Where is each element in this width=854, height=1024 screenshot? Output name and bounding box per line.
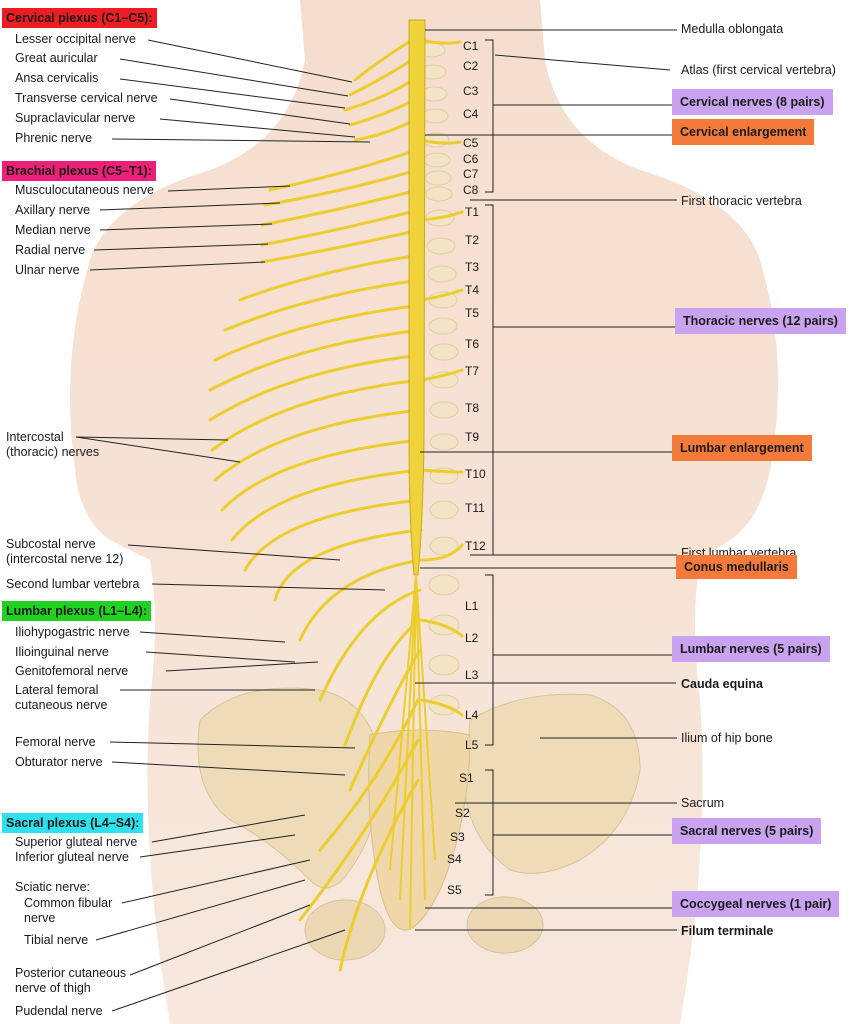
leader-lines [75,29,677,1012]
left-hip-bone [197,687,382,889]
label-radial: Radial nerve [15,243,86,257]
label-transverse-cervical: Transverse cervical nerve [15,91,158,105]
segment-label: L1 [465,599,479,613]
box-lumbar-enlargement: Lumbar enlargement [672,435,812,461]
label-obturator: Obturator nerve [15,755,103,769]
label-lesser-occipital: Lesser occipital nerve [15,32,136,46]
segment-label: T2 [465,233,480,247]
segment-label: C3 [463,84,479,98]
label-supraclavicular: Supraclavicular nerve [15,111,136,125]
box-coccygeal-nerves: Coccygeal nerves (1 pair) [672,891,840,917]
segment-label: T3 [465,260,480,274]
box-lumbar-nerves: Lumbar nerves (5 pairs) [672,636,830,662]
box-thoracic-nerves: Thoracic nerves (12 pairs) [675,308,846,334]
lumbar-plexus-header: Lumbar plexus (L1–L4): [2,601,151,621]
cervical-plexus-header: Cervical plexus (C1–C5): [2,8,157,28]
label-subcostal: Subcostal nerve (intercostal nerve 12) [6,537,124,566]
segment-label: T8 [465,401,480,415]
segment-label: T1 [465,205,480,219]
label-filum-terminale: Filum terminale [681,924,774,938]
label-axillary: Axillary nerve [15,203,91,217]
box-conus-medullaris: Conus medullaris [676,555,797,579]
segment-label: T12 [465,539,486,553]
segment-label: T11 [465,501,485,515]
right-hip-bone [464,693,641,874]
label-pudendal: Pudendal nerve [15,1004,103,1018]
label-median: Median nerve [15,223,91,237]
box-cervical-nerves: Cervical nerves (8 pairs) [672,89,833,115]
segment-label: S5 [447,883,462,897]
segment-label: L2 [465,631,479,645]
segment-label: T7 [465,364,480,378]
label-genitofemoral: Genitofemoral nerve [15,664,129,678]
label-posterior-cutaneous: Posterior cutaneous nerve of thigh [15,966,127,995]
label-medulla: Medulla oblongata [681,22,784,36]
segment-label: L3 [465,668,479,682]
segment-label: S2 [455,806,470,820]
label-ilioinguinal: Ilioinguinal nerve [15,645,109,659]
segment-label: T5 [465,306,480,320]
label-tibial: Tibial nerve [24,933,89,947]
segment-label: C1 [463,39,479,53]
nerve-branches [208,38,464,972]
segment-label: S3 [450,830,465,844]
cauda-equina-fibers [389,574,436,931]
label-superior-gluteal: Superior gluteal nerve [15,835,138,849]
label-ulnar: Ulnar nerve [15,263,80,277]
spinal-cord [408,19,426,576]
segment-label: S1 [459,771,474,785]
label-inferior-gluteal: Inferior gluteal nerve [15,850,129,864]
segment-label: C2 [463,59,479,73]
segment-label: T4 [465,283,480,297]
label-sacrum: Sacrum [681,796,725,810]
segment-label: C4 [463,107,479,121]
segment-label: S4 [447,852,462,866]
label-intercostal: Intercostal (thoracic) nerves [6,430,100,459]
label-iliohypogastric: Iliohypogastric nerve [15,625,130,639]
segment-label: T10 [465,467,486,481]
label-atlas: Atlas (first cervical vertebra) [681,63,836,77]
segment-label: C6 [463,152,479,166]
box-sacral-nerves: Sacral nerves (5 pairs) [672,818,822,844]
segment-brackets [485,39,494,896]
label-cauda-equina: Cauda equina [681,677,763,691]
segment-label: T9 [465,430,480,444]
segment-label: C5 [463,136,479,150]
label-lateral-femoral: Lateral femoral cutaneous nerve [15,683,108,712]
box-cervical-enlargement: Cervical enlargement [672,119,815,145]
label-great-auricular: Great auricular [15,51,98,65]
label-phrenic: Phrenic nerve [15,131,93,145]
segment-label: C7 [463,167,479,181]
label-first-thoracic-vertebra: First thoracic vertebra [681,194,802,208]
label-second-lumbar-vertebra: Second lumbar vertebra [6,577,140,591]
segment-label: L5 [465,738,479,752]
sacral-plexus-header: Sacral plexus (L4–S4): [2,813,144,833]
femur-head-right [466,896,544,954]
segment-label: C8 [463,183,479,197]
label-ansa-cervicalis: Ansa cervicalis [15,71,99,85]
label-common-fibular: Common fibular nerve [24,896,113,925]
label-femoral: Femoral nerve [15,735,96,749]
label-musculocutaneous: Musculocutaneous nerve [15,183,154,197]
segment-label: T6 [465,337,480,351]
label-ilium: Ilium of hip bone [681,731,773,745]
segment-label: L4 [465,708,479,722]
brachial-plexus-header: Brachial plexus (C5–T1): [2,161,156,181]
label-sciatic: Sciatic nerve: [15,880,91,894]
